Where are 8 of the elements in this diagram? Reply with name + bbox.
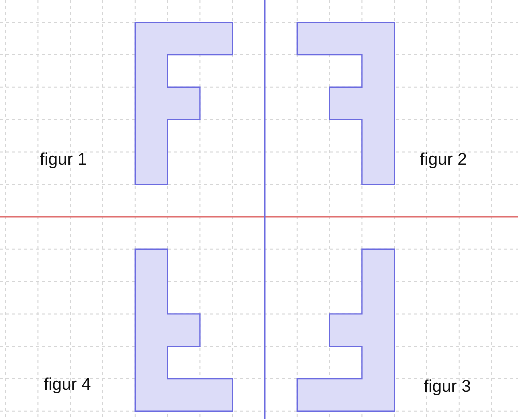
f-shaped-figure [296,22,396,186]
figure-label: figur 2 [420,150,468,170]
figure-label: figur 3 [424,377,472,397]
figure-label: figur 1 [40,150,88,170]
figure-label: figur 4 [44,375,92,395]
f-shaped-figure [296,248,396,412]
f-shaped-figure [134,248,234,412]
f-shaped-figure [134,22,234,186]
